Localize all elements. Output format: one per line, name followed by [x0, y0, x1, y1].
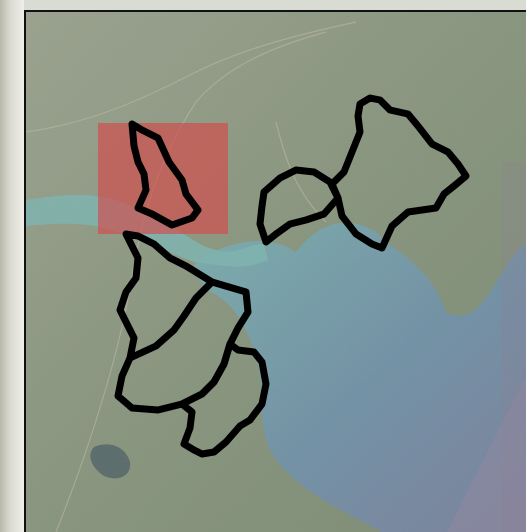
map-svg[interactable] [26, 12, 526, 532]
boundary-2[interactable] [328, 94, 470, 252]
catchment-boundaries[interactable] [114, 94, 470, 458]
map-canvas[interactable] [24, 10, 526, 532]
boundary-1[interactable] [128, 120, 202, 229]
right-haze [447, 375, 526, 532]
right-edge-band [502, 162, 526, 532]
boundary-3[interactable] [256, 166, 342, 246]
boundary-6[interactable] [178, 340, 270, 458]
boundary-5[interactable] [126, 278, 216, 362]
imagery-texture [26, 12, 526, 532]
side-strip [0, 0, 24, 532]
